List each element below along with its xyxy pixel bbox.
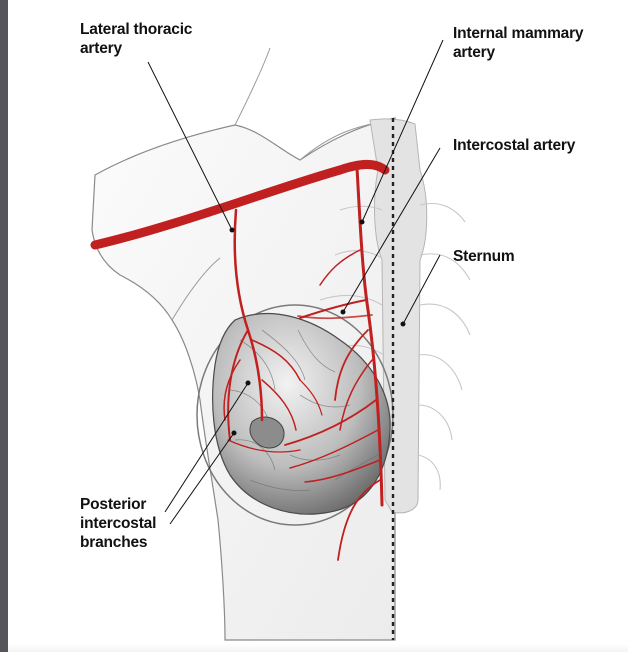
neck-line xyxy=(235,48,270,125)
label-internal-mammary-artery: Internal mammary artery xyxy=(453,24,628,62)
label-lateral-thoracic-artery: Lateral thoracic artery xyxy=(80,20,192,58)
bottom-edge xyxy=(8,644,628,652)
label-sternum: Sternum xyxy=(453,247,514,266)
label-intercostal-artery: Intercostal artery xyxy=(453,136,575,155)
label-posterior-intercostal-branches: Posterior intercostal branches xyxy=(80,495,156,552)
